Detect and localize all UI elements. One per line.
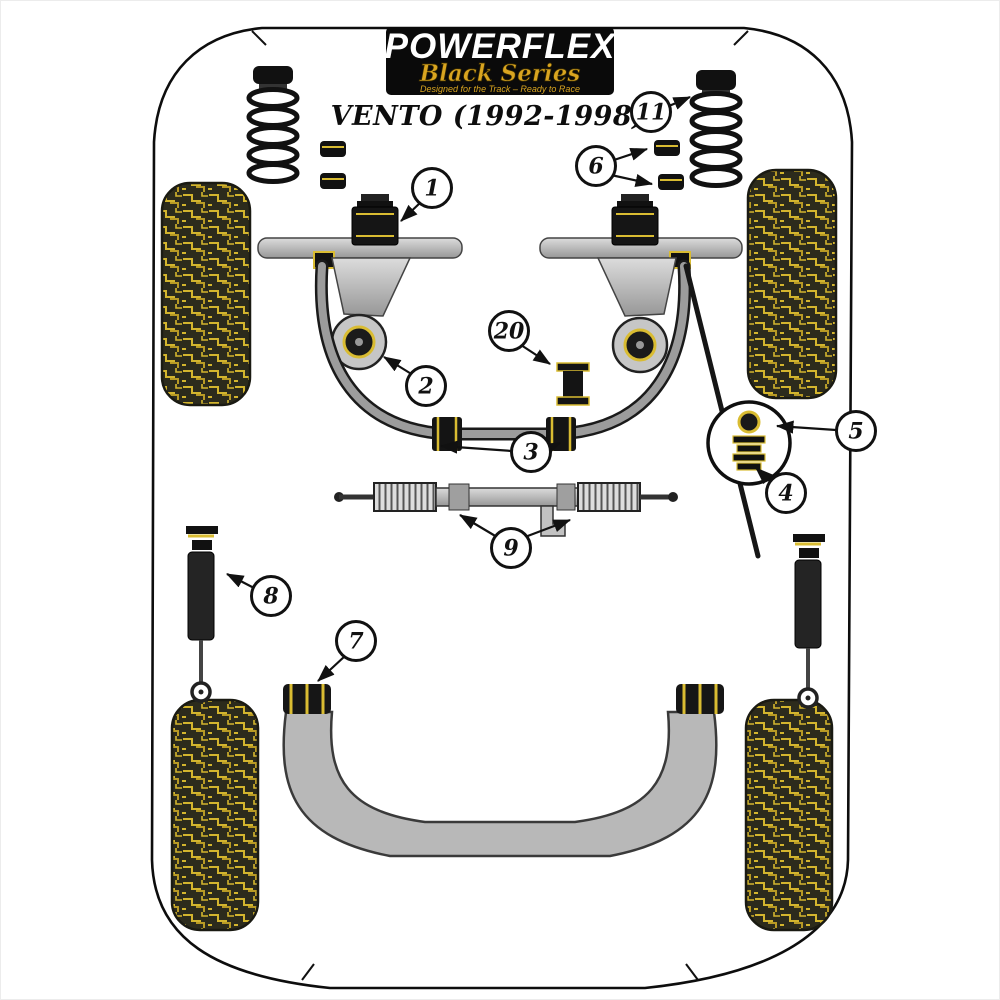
front-right-tire — [746, 168, 838, 400]
rear-left-shock — [186, 526, 218, 703]
callout-11: 11 — [630, 91, 692, 133]
front-right-wishbone-bush — [611, 316, 669, 374]
svg-text:3: 3 — [523, 440, 538, 466]
svg-text:20: 20 — [493, 319, 525, 345]
svg-text:7: 7 — [348, 629, 364, 655]
callout-2: 2 — [383, 356, 447, 407]
callout-9: 9 — [459, 514, 572, 569]
anti-roll-bar-bush-right — [546, 417, 576, 451]
body-seam-bottom-left — [301, 963, 315, 981]
front-right-top-mount — [611, 194, 659, 246]
vehicle-title: VENTO (1992-1998) — [331, 101, 646, 132]
front-right-coil-spring — [689, 70, 743, 188]
front-right-bump-stops — [654, 140, 684, 190]
front-left-wishbone-bush — [330, 313, 388, 371]
svg-text:11: 11 — [636, 100, 667, 126]
body-seam-top-right — [733, 30, 749, 46]
front-left-control-arm — [331, 257, 412, 317]
powerflex-logo: POWERFLEX Black Series Designed for the … — [385, 27, 617, 95]
callout-6: 6 — [575, 145, 654, 187]
svg-text:8: 8 — [262, 584, 278, 610]
front-left-top-mount — [351, 194, 399, 246]
logo-brand: POWERFLEX — [385, 27, 617, 66]
linkage-ribbed-bush — [732, 435, 766, 471]
linkage-bush-assembly — [706, 400, 792, 486]
rear-right-shock — [793, 534, 825, 709]
body-seam-bottom-right — [685, 963, 699, 981]
front-left-coil-spring — [246, 66, 300, 184]
front-right-control-arm — [596, 257, 677, 317]
rear-left-tire — [170, 698, 260, 932]
rack-clamp-left — [448, 483, 470, 511]
front-left-bump-stops — [320, 141, 346, 189]
logo-series: Black Series — [419, 60, 581, 87]
rack-boot-left — [373, 482, 437, 512]
callout-7: 7 — [317, 620, 377, 682]
callout-5: 5 — [775, 410, 877, 452]
front-left-tire — [160, 181, 252, 407]
rack-clamp-right — [556, 483, 576, 511]
svg-text:5: 5 — [848, 419, 863, 445]
rack-boot-right — [577, 482, 641, 512]
rear-beam-bush-left — [283, 684, 331, 714]
svg-text:1: 1 — [424, 176, 439, 202]
logo-tagline: Designed for the Track – Ready to Race — [420, 84, 580, 94]
gearbox-mount-bush — [556, 362, 590, 406]
svg-text:9: 9 — [503, 536, 518, 562]
callout-1: 1 — [400, 167, 453, 222]
svg-text:6: 6 — [588, 154, 603, 180]
callout-20: 20 — [488, 310, 551, 365]
svg-text:2: 2 — [417, 374, 433, 400]
rear-right-tire — [744, 698, 834, 932]
anti-roll-bar — [314, 259, 692, 441]
body-seam-top-left — [251, 30, 267, 46]
callout-3: 3 — [439, 431, 562, 473]
rear-beam-bush-right — [676, 684, 724, 714]
callout-4: 4 — [755, 467, 807, 514]
callout-8: 8 — [226, 573, 292, 617]
linkage-ball-bush — [737, 410, 761, 434]
svg-text:4: 4 — [778, 481, 793, 507]
